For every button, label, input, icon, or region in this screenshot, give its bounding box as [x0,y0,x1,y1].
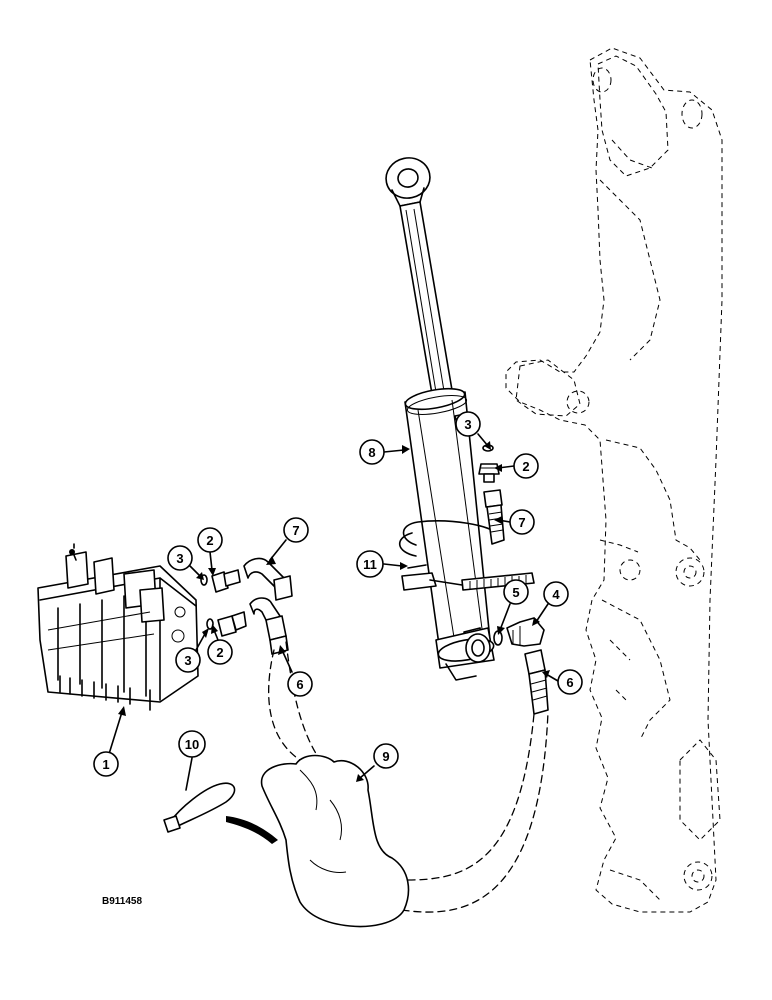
hoses [268,641,549,913]
svg-text:6: 6 [566,675,573,690]
callout-3b: 3 [175,647,201,673]
svg-text:9: 9 [382,749,389,764]
callout-3a: 3 [167,545,193,571]
tie-strap [163,782,278,844]
callout-6a: 6 [287,671,313,697]
cylinder-upper-fittings [478,444,505,545]
svg-text:7: 7 [518,515,525,530]
callout-1: 1 [93,751,119,777]
svg-text:3: 3 [184,653,191,668]
figure-reference: B911458 [102,896,142,907]
leader-arrowheads [118,441,550,782]
callout-7b: 7 [509,509,535,535]
callout-10: 10 [178,730,206,758]
svg-text:3: 3 [176,551,183,566]
leader-lines [108,433,559,791]
callout-6b: 6 [557,669,583,695]
callout-2b: 2 [207,639,233,665]
svg-text:5: 5 [512,585,519,600]
valve-upper-fittings [200,557,293,601]
callout-7a: 7 [283,517,309,543]
svg-text:1: 1 [102,757,109,772]
callout-2c: 2 [513,453,539,479]
callout-8: 8 [359,439,385,465]
hose-clamp [398,520,535,591]
callout-4: 4 [543,581,569,607]
svg-text:3: 3 [464,417,471,432]
cylinder-lower-fittings [493,617,549,715]
valve-lower-fittings [206,597,289,655]
svg-text:2: 2 [206,533,213,548]
boom-outline [505,47,723,913]
svg-text:4: 4 [552,587,560,602]
control-valve [37,543,199,711]
svg-text:2: 2 [216,645,223,660]
svg-text:8: 8 [368,445,375,460]
svg-text:2: 2 [522,459,529,474]
callout-5: 5 [503,579,529,605]
svg-text:11: 11 [363,557,377,572]
svg-text:6: 6 [296,677,303,692]
callout-3c: 3 [455,411,481,437]
svg-text:10: 10 [185,737,199,752]
callout-2a: 2 [197,527,223,553]
protective-bag [260,754,410,928]
svg-text:7: 7 [292,523,299,538]
callout-9: 9 [373,743,399,769]
callout-11: 11 [356,550,384,578]
